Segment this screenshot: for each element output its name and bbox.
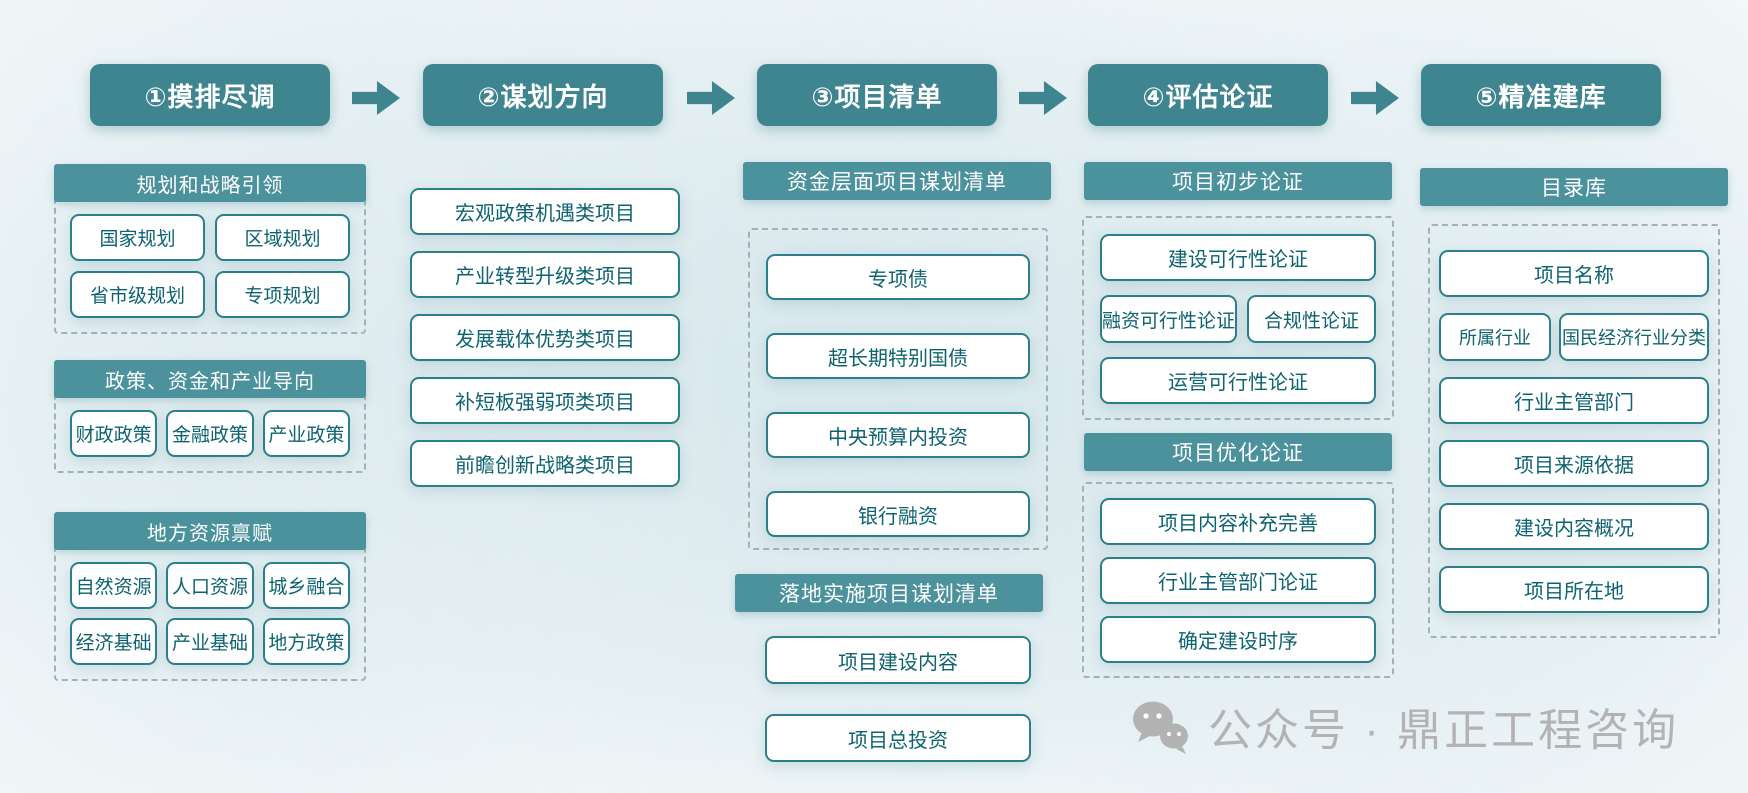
group-title-planning-strategy: 规划和战略引领 <box>54 164 366 202</box>
step-header-1: ①摸排尽调 <box>90 64 330 126</box>
item-box: 项目内容补充完善 <box>1100 498 1376 545</box>
arrow-right-icon <box>687 81 735 115</box>
item-box: 产业转型升级类项目 <box>410 251 680 298</box>
item-box: 银行融资 <box>766 491 1030 537</box>
watermark: 公众号 · 鼎正工程咨询 <box>1128 694 1679 758</box>
item-box: 项目建设内容 <box>765 636 1031 684</box>
item-box: 超长期特别国债 <box>766 333 1030 379</box>
arrow-right-icon <box>1019 81 1067 115</box>
item-box: 区域规划 <box>215 214 350 261</box>
item-box: 地方政策 <box>262 618 350 665</box>
item-box: 项目总投资 <box>765 714 1031 762</box>
wechat-icon <box>1133 701 1188 754</box>
catalog-panel: 项目名称 所属行业 国民经济行业分类 行业主管部门 项目来源依据 建设内容概况 … <box>1428 224 1720 638</box>
step-header-3: ③项目清单 <box>757 64 997 126</box>
item-box: 专项规划 <box>215 271 350 318</box>
item-box: 前瞻创新战略类项目 <box>410 440 680 487</box>
item-box: 行业主管部门 <box>1439 377 1709 424</box>
group-policy-funding-industry: 政策、资金和产业导向 财政政策 金融政策 产业政策 <box>54 360 366 473</box>
item-box: 产业基础 <box>166 618 254 665</box>
section-title-landing-list: 落地实施项目谋划清单 <box>735 574 1043 612</box>
item-box: 建设可行性论证 <box>1100 234 1376 281</box>
group-planning-strategy: 规划和战略引领 国家规划 区域规划 省市级规划 专项规划 <box>54 164 366 334</box>
group-title-local-resources: 地方资源禀赋 <box>54 512 366 550</box>
item-box: 项目名称 <box>1439 250 1709 297</box>
item-box: 省市级规划 <box>70 271 205 318</box>
item-box: 宏观政策机遇类项目 <box>410 188 680 235</box>
item-box: 补短板强弱项类项目 <box>410 377 680 424</box>
item-box: 国民经济行业分类 <box>1559 313 1709 361</box>
item-box: 运营可行性论证 <box>1100 357 1376 404</box>
item-box: 人口资源 <box>166 562 254 609</box>
item-box: 自然资源 <box>70 562 158 609</box>
item-box: 行业主管部门论证 <box>1100 557 1376 604</box>
arrow-right-icon <box>352 81 400 115</box>
item-box: 发展载体优势类项目 <box>410 314 680 361</box>
watermark-text: 公众号 · 鼎正工程咨询 <box>1208 706 1680 755</box>
section-title-optimize-verification: 项目优化论证 <box>1084 433 1392 471</box>
section-title-funding-list: 资金层面项目谋划清单 <box>743 162 1051 200</box>
step-header-4: ④评估论证 <box>1088 64 1328 126</box>
item-box: 项目来源依据 <box>1439 440 1709 487</box>
initial-verification-panel: 建设可行性论证 融资可行性论证 合规性论证 运营可行性论证 <box>1082 216 1394 420</box>
item-box: 确定建设时序 <box>1100 616 1376 663</box>
direction-list: 宏观政策机遇类项目 产业转型升级类项目 发展载体优势类项目 补短板强弱项类项目 … <box>410 188 680 487</box>
item-box: 金融政策 <box>166 410 254 457</box>
section-title-catalog: 目录库 <box>1420 168 1728 206</box>
item-box: 中央预算内投资 <box>766 412 1030 458</box>
item-box: 融资可行性论证 <box>1100 295 1238 343</box>
group-local-resources: 地方资源禀赋 自然资源 人口资源 城乡融合 经济基础 产业基础 地方政策 <box>54 512 366 681</box>
optimize-verification-panel: 项目内容补充完善 行业主管部门论证 确定建设时序 <box>1082 482 1394 678</box>
item-box: 国家规划 <box>70 214 205 261</box>
item-box: 所属行业 <box>1439 313 1551 361</box>
item-box: 专项债 <box>766 254 1030 300</box>
item-box: 产业政策 <box>262 410 350 457</box>
arrow-right-icon <box>1351 81 1399 115</box>
step-header-5: ⑤精准建库 <box>1421 64 1661 126</box>
item-box: 建设内容概况 <box>1439 503 1709 550</box>
group-title-policy-funding-industry: 政策、资金和产业导向 <box>54 360 366 398</box>
item-box: 项目所在地 <box>1439 566 1709 613</box>
item-box: 经济基础 <box>70 618 158 665</box>
step-header-2: ②谋划方向 <box>423 64 663 126</box>
funding-panel: 专项债 超长期特别国债 中央预算内投资 银行融资 <box>748 228 1048 550</box>
section-title-initial-verification: 项目初步论证 <box>1084 162 1392 200</box>
item-box: 城乡融合 <box>262 562 350 609</box>
item-box: 合规性论证 <box>1247 295 1376 343</box>
item-box: 财政政策 <box>70 410 158 457</box>
